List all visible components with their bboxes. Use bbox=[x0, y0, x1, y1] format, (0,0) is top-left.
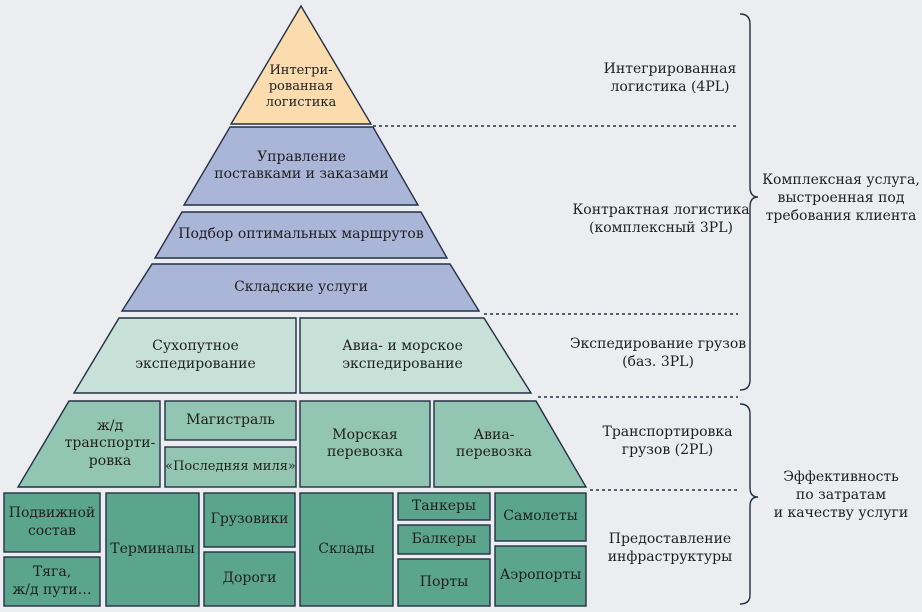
level-label-integrated: Интегрированная логистика (4PL) bbox=[603, 61, 737, 96]
level-label-infrastructure: Предоставление инфраструктуры bbox=[607, 531, 733, 566]
terminals-block bbox=[105, 492, 200, 607]
air-transport-block bbox=[433, 400, 588, 488]
traction-block bbox=[3, 556, 101, 607]
level-label-forwarding: Экспедирование грузов (баз. 3PL) bbox=[569, 336, 747, 371]
ports-block bbox=[397, 558, 491, 607]
bracket-label-complex: Комплексная услуга, выстроенная под треб… bbox=[762, 172, 920, 225]
bulkers-block bbox=[397, 524, 491, 555]
airports-block bbox=[494, 545, 587, 607]
roads-block bbox=[203, 551, 296, 607]
tankers-block bbox=[397, 492, 491, 521]
level-label-transportation: Транспортировка грузов (2PL) bbox=[602, 424, 733, 459]
airplanes-block bbox=[494, 492, 587, 542]
routes-band bbox=[153, 211, 449, 259]
efficiency-brace bbox=[739, 403, 759, 605]
rail-block bbox=[16, 400, 161, 488]
last-mile-block bbox=[164, 446, 297, 488]
rolling-stock-block bbox=[3, 492, 101, 553]
air-sea-forwarding-block bbox=[299, 317, 533, 394]
bracket-label-efficiency: Эффективность по затратам и качеству усл… bbox=[773, 469, 909, 522]
apex-block bbox=[229, 4, 373, 125]
land-forwarding-block bbox=[72, 317, 297, 394]
complex-service-brace bbox=[739, 13, 759, 391]
sea-transport-block bbox=[299, 400, 431, 488]
trucks-block bbox=[203, 492, 296, 548]
management-band bbox=[182, 126, 420, 206]
warehouse-services-band bbox=[120, 263, 481, 312]
level-label-contract: Контрактная логистика (комплексный 3PL) bbox=[572, 202, 750, 237]
warehouses-block bbox=[299, 492, 394, 607]
trunk-block bbox=[164, 400, 297, 441]
